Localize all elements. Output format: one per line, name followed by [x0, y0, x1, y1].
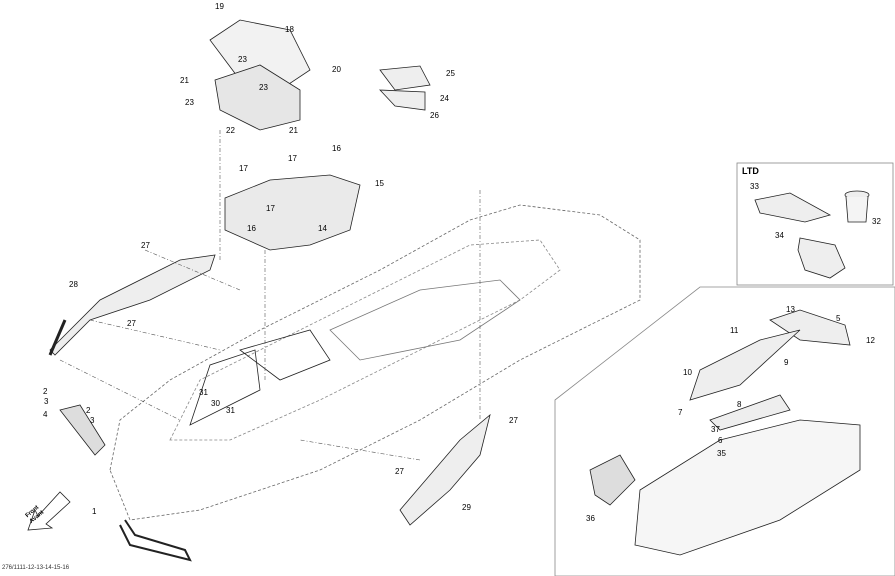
- front-arrow-icon: [27, 491, 71, 531]
- callout-26[interactable]: 26: [430, 111, 439, 120]
- callout-18[interactable]: 18: [285, 25, 294, 34]
- callout-16[interactable]: 16: [332, 144, 341, 153]
- callout-33[interactable]: 33: [750, 182, 759, 191]
- callout-28[interactable]: 28: [69, 280, 78, 289]
- ltd-box: [736, 162, 894, 286]
- callout-30[interactable]: 30: [211, 399, 220, 408]
- callout-17[interactable]: 17: [239, 164, 248, 173]
- callout-2[interactable]: 2: [86, 406, 91, 415]
- callout-34[interactable]: 34: [775, 231, 784, 240]
- hull-outline: [109, 204, 641, 521]
- inset-box: [554, 286, 895, 576]
- callout-1[interactable]: 1: [92, 507, 97, 516]
- callout-31[interactable]: 31: [199, 388, 208, 397]
- callout-16[interactable]: 16: [247, 224, 256, 233]
- callout-27[interactable]: 27: [141, 241, 150, 250]
- callout-27[interactable]: 27: [127, 319, 136, 328]
- callout-3[interactable]: 3: [90, 416, 95, 425]
- callout-15[interactable]: 15: [375, 179, 384, 188]
- callout-27[interactable]: 27: [509, 416, 518, 425]
- callout-10[interactable]: 10: [683, 368, 692, 377]
- callout-14[interactable]: 14: [318, 224, 327, 233]
- callout-20[interactable]: 20: [332, 65, 341, 74]
- callout-17[interactable]: 17: [266, 204, 275, 213]
- callout-24[interactable]: 24: [440, 94, 449, 103]
- callout-23[interactable]: 23: [259, 83, 268, 92]
- callout-19[interactable]: 19: [215, 2, 224, 11]
- assembly-lines: [59, 130, 481, 461]
- callout-35[interactable]: 35: [717, 449, 726, 458]
- callout-23[interactable]: 23: [185, 98, 194, 107]
- callout-27[interactable]: 27: [395, 467, 404, 476]
- callout-32[interactable]: 32: [872, 217, 881, 226]
- callout-7[interactable]: 7: [678, 408, 683, 417]
- callout-5[interactable]: 5: [836, 314, 841, 323]
- ltd-heading: LTD: [742, 166, 759, 176]
- callout-9[interactable]: 9: [784, 358, 789, 367]
- callout-4[interactable]: 4: [43, 410, 48, 419]
- callout-2[interactable]: 2: [43, 387, 48, 396]
- callout-22[interactable]: 22: [226, 126, 235, 135]
- callout-8[interactable]: 8: [737, 400, 742, 409]
- callout-37[interactable]: 37: [711, 425, 720, 434]
- callout-3[interactable]: 3: [44, 397, 49, 406]
- callout-36[interactable]: 36: [586, 514, 595, 523]
- callout-25[interactable]: 25: [446, 69, 455, 78]
- callout-13[interactable]: 13: [786, 305, 795, 314]
- callout-31[interactable]: 31: [226, 406, 235, 415]
- callout-6[interactable]: 6: [718, 436, 723, 445]
- callout-11[interactable]: 11: [730, 326, 739, 335]
- callout-21[interactable]: 21: [180, 76, 189, 85]
- top-cover-parts: [48, 19, 491, 562]
- callout-23[interactable]: 23: [238, 55, 247, 64]
- callout-21[interactable]: 21: [289, 126, 298, 135]
- callout-29[interactable]: 29: [462, 503, 471, 512]
- callout-17[interactable]: 17: [288, 154, 297, 163]
- callout-12[interactable]: 12: [866, 336, 875, 345]
- drawing-code: 276/1111-12-13-14-15-16: [2, 565, 70, 571]
